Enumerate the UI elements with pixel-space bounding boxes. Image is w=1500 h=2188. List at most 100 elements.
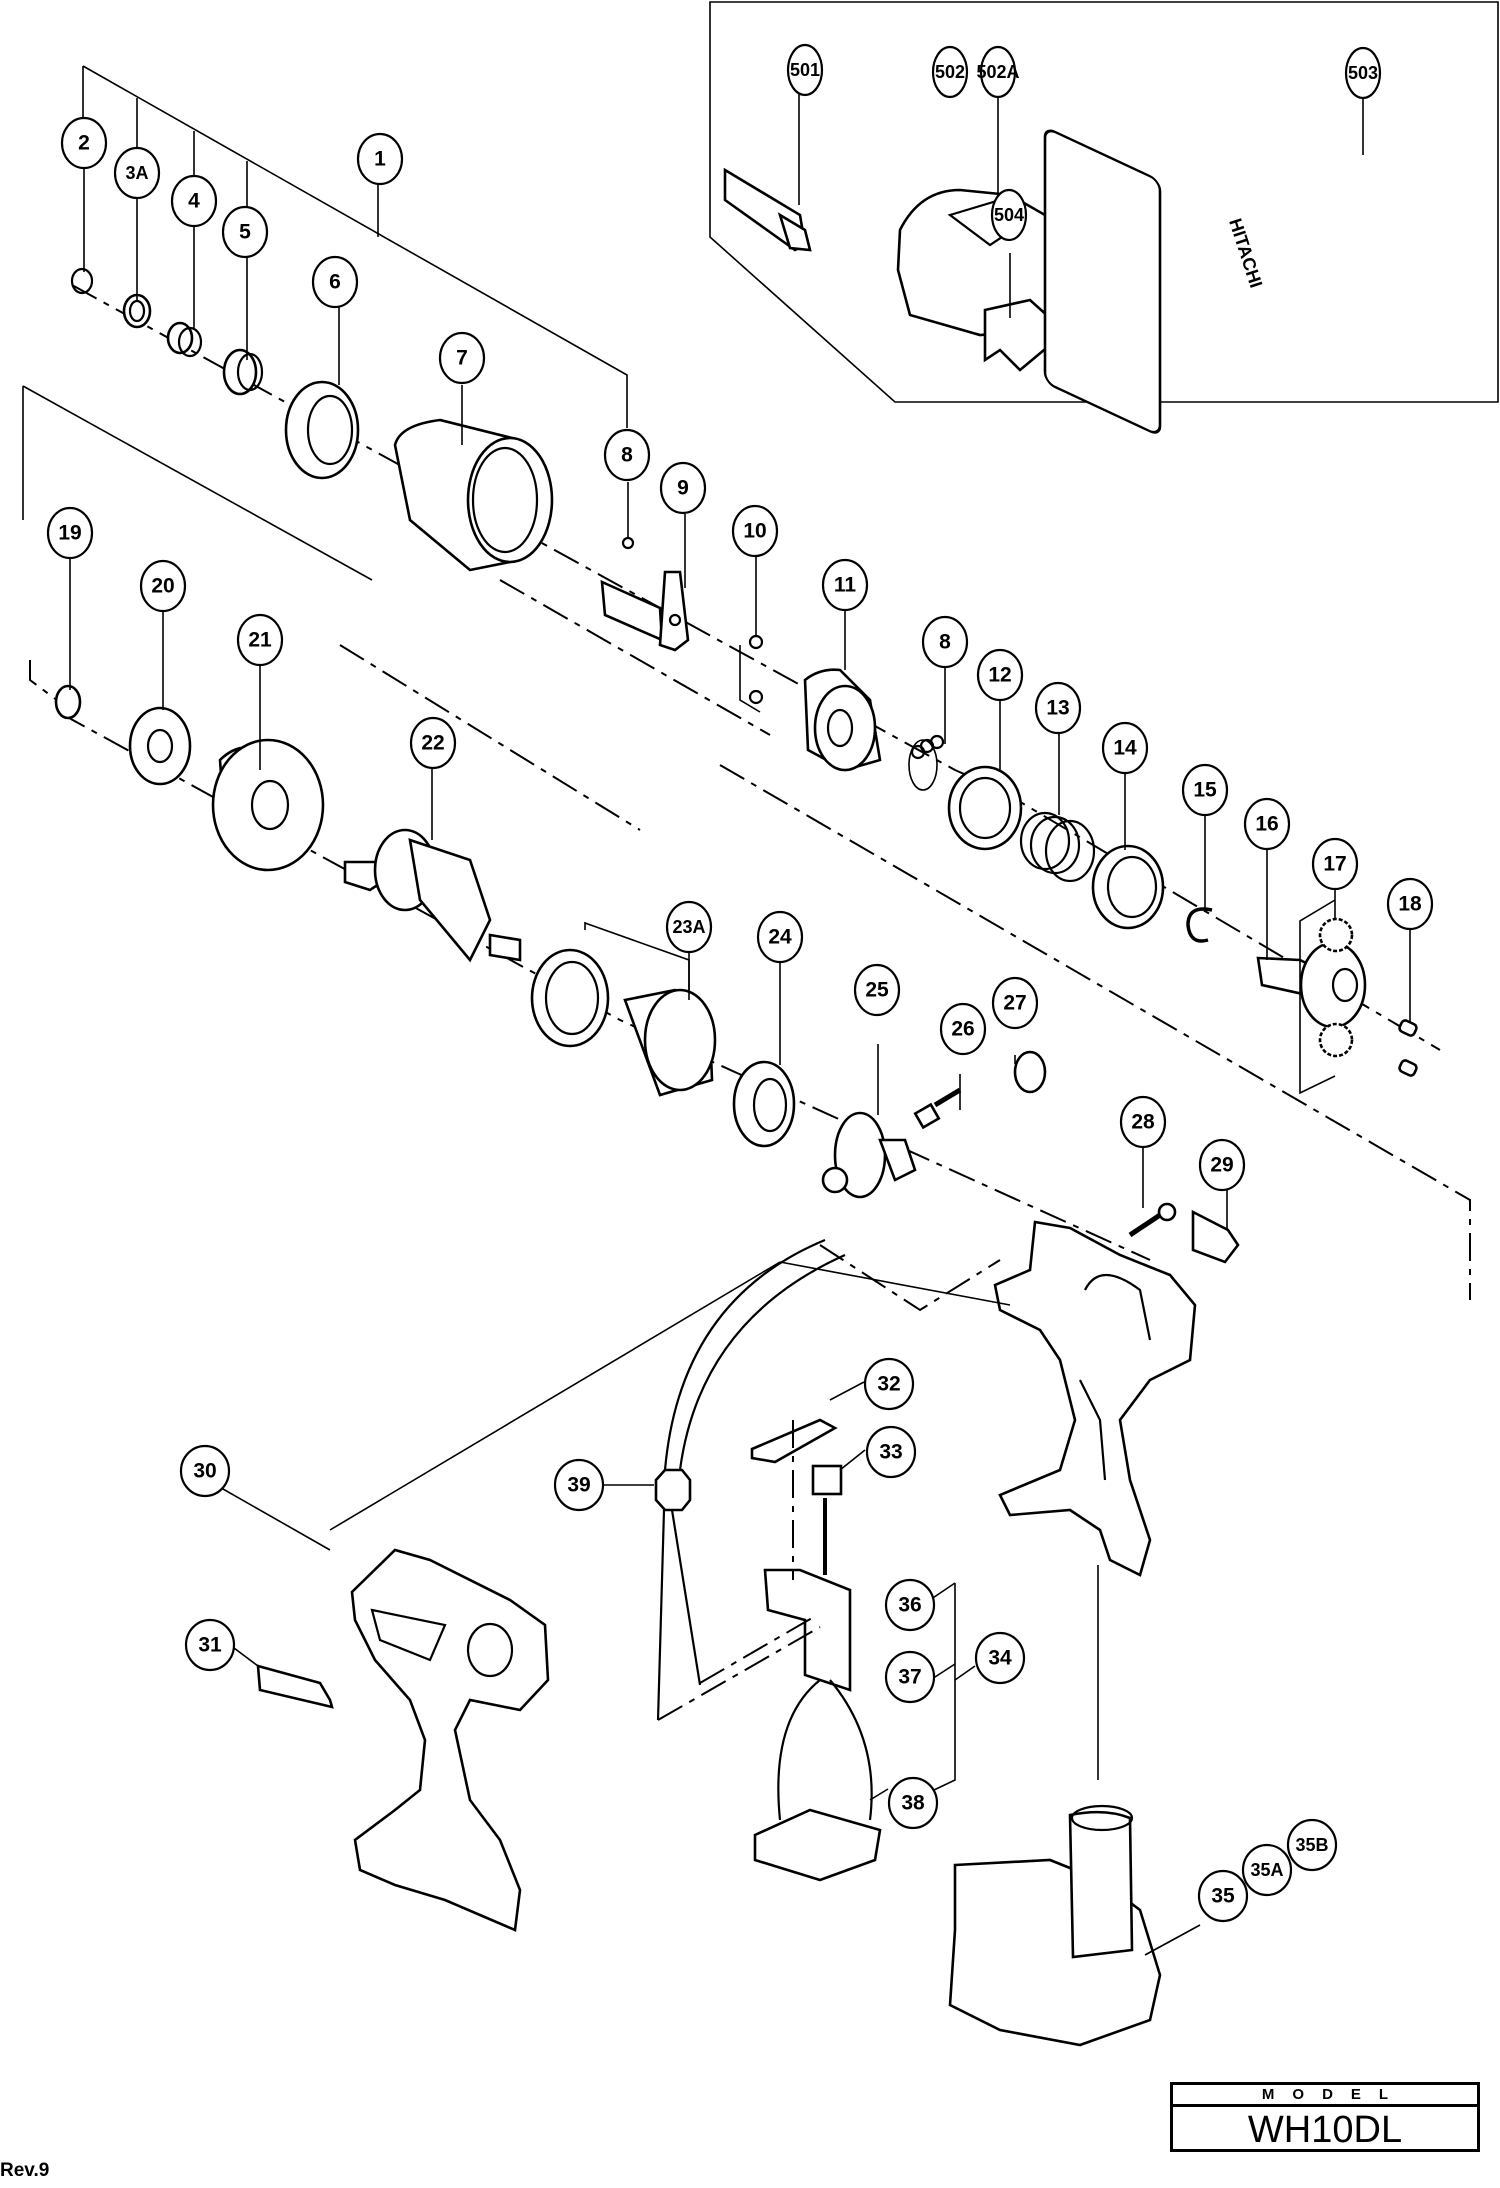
callout-16: 16: [1243, 797, 1291, 851]
svg-text:14: 14: [1113, 737, 1137, 760]
callout-22: 22: [409, 716, 457, 770]
callout-30: 30: [179, 1444, 231, 1498]
part-21-bracket: [211, 738, 325, 872]
part-18-pins: [1398, 1019, 1418, 1077]
svg-text:34: 34: [988, 1647, 1012, 1670]
callout-24: 24: [756, 910, 804, 964]
part-17-gears: [1299, 899, 1354, 1095]
svg-text:23A: 23A: [672, 917, 705, 937]
part-504-clip: [983, 298, 1052, 372]
svg-text:5: 5: [239, 221, 251, 244]
callout-29: 29: [1198, 1138, 1246, 1192]
callout-7: 7: [438, 331, 486, 385]
part-38-terminal: [753, 1808, 882, 1882]
svg-text:37: 37: [898, 1666, 921, 1689]
callout-8b: 8: [921, 615, 969, 669]
svg-text:19: 19: [58, 522, 81, 545]
svg-text:7: 7: [456, 347, 468, 370]
callout-11: 11: [821, 558, 869, 612]
callout-5: 5: [221, 205, 269, 259]
callout-9: 9: [659, 461, 707, 515]
svg-text:35: 35: [1211, 1885, 1235, 1908]
callout-1: 1: [356, 132, 404, 186]
part-501-bit: [723, 167, 812, 252]
callout-35B: 35B: [1286, 1818, 1338, 1872]
callout-38: 38: [887, 1776, 939, 1830]
model-value: WH10DL: [1247, 2109, 1403, 2151]
part-14-washer: [1091, 844, 1165, 930]
svg-text:26: 26: [951, 1018, 974, 1041]
svg-text:21: 21: [248, 629, 272, 652]
callout-6: 6: [311, 255, 359, 309]
callout-19: 19: [46, 506, 94, 560]
part-4-spring: [166, 321, 203, 358]
svg-text:17: 17: [1323, 853, 1346, 876]
callout-35: 35: [1197, 1869, 1249, 1923]
callout-bubbles: 1 2 3A 4 5 6 7 8 9 10 11 8 12 13 14 15 1…: [46, 43, 1434, 1923]
callout-10: 10: [731, 504, 779, 558]
svg-text:35B: 35B: [1295, 1835, 1328, 1855]
svg-text:502A: 502A: [976, 62, 1019, 82]
part-13-spring: [1019, 811, 1096, 883]
svg-text:33: 33: [879, 1441, 902, 1464]
part-37-wires: [777, 1679, 873, 1821]
svg-text:32: 32: [877, 1373, 900, 1396]
svg-text:503: 503: [1348, 63, 1378, 83]
part-8b-balls: [908, 734, 945, 791]
callout-31: 31: [184, 1618, 236, 1672]
part-39-connector: [654, 1238, 846, 1721]
svg-text:31: 31: [198, 1634, 222, 1657]
callout-32: 32: [863, 1357, 915, 1411]
svg-text:36: 36: [898, 1594, 921, 1617]
callout-12: 12: [976, 648, 1024, 702]
model-box: MODEL WH10DL: [1170, 2082, 1480, 2152]
callout-21: 21: [236, 613, 284, 667]
callout-36: 36: [884, 1578, 936, 1632]
svg-text:504: 504: [994, 205, 1024, 225]
battery-pack: [948, 1804, 1162, 2047]
svg-text:13: 13: [1046, 697, 1069, 720]
part-27-cap: [1013, 1050, 1047, 1094]
svg-text:24: 24: [768, 926, 792, 949]
callout-17: 17: [1311, 837, 1359, 891]
part-28-screw: [1128, 1202, 1177, 1238]
part-503-carry-case: HITACHI: [1043, 129, 1266, 434]
part-10-ball: [739, 634, 764, 713]
svg-text:16: 16: [1255, 813, 1278, 836]
callout-27: 27: [991, 976, 1039, 1030]
callout-34: 34: [974, 1631, 1026, 1685]
callout-25: 25: [853, 963, 901, 1017]
callout-33: 33: [865, 1425, 917, 1479]
svg-text:38: 38: [901, 1792, 925, 1815]
part-29-plate: [1191, 1209, 1240, 1264]
svg-text:8: 8: [939, 631, 951, 654]
svg-text:4: 4: [188, 190, 200, 213]
svg-text:35A: 35A: [1250, 1860, 1283, 1880]
accessories-box-outline: [709, 1, 1499, 403]
model-label: MODEL: [1173, 2085, 1477, 2107]
svg-text:28: 28: [1131, 1111, 1155, 1134]
part-25-brush-holder: [821, 1111, 917, 1199]
callout-20: 20: [139, 559, 187, 613]
svg-text:3A: 3A: [125, 163, 148, 183]
part-9-anvil: [600, 570, 690, 652]
callout-8a: 8: [603, 428, 651, 482]
svg-text:27: 27: [1003, 992, 1026, 1015]
housing-left: [350, 1548, 550, 1932]
svg-text:501: 501: [790, 60, 820, 80]
callout-4: 4: [170, 174, 218, 228]
svg-text:30: 30: [193, 1460, 216, 1483]
revision-label: Rev.9: [0, 2160, 50, 2181]
case-brand-text: HITACHI: [1225, 216, 1266, 290]
callout-28: 28: [1119, 1095, 1167, 1149]
part-12-washer: [947, 765, 1023, 851]
callout-23A: 23A: [665, 900, 713, 954]
part-26-brush: [913, 1087, 962, 1130]
callout-502A: 502A: [976, 45, 1020, 99]
part-22-armature: [343, 828, 522, 963]
svg-text:12: 12: [988, 664, 1011, 687]
part-24-plate: [732, 1060, 796, 1148]
part-11-hammer: [803, 668, 882, 772]
callout-35A: 35A: [1241, 1843, 1293, 1897]
